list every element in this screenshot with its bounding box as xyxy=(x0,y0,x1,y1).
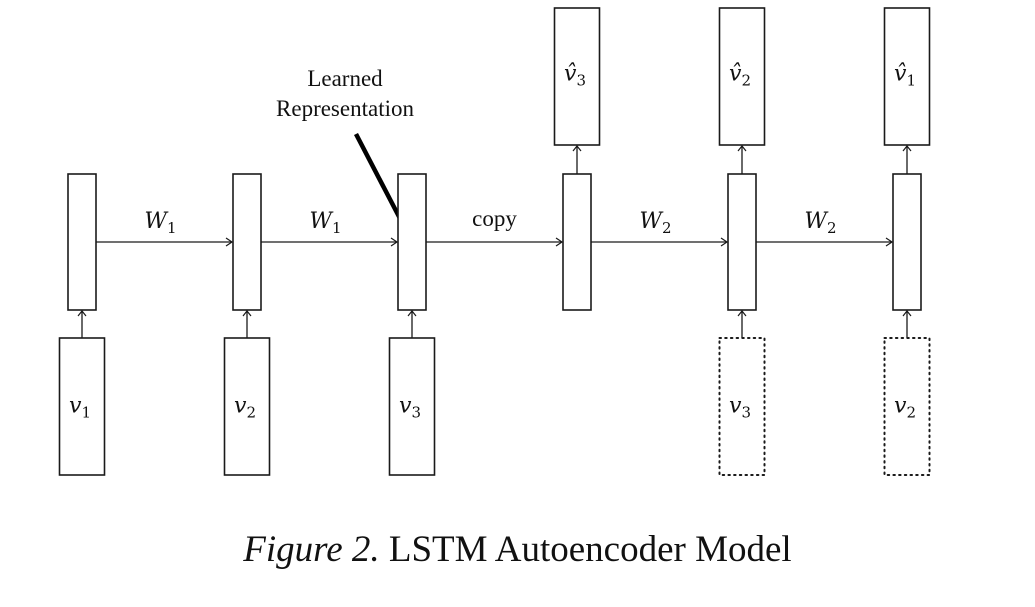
lstm-cell-dec-3 xyxy=(892,173,922,311)
input-label-dec-2: v3 xyxy=(729,394,751,422)
input-box-enc-1 xyxy=(58,337,106,476)
output-arrow-dec-1-head xyxy=(572,145,582,152)
figure-caption-text: LSTM Autoencoder Model xyxy=(388,529,792,570)
weight-label-1-subscript: 1 xyxy=(167,219,177,237)
weight-label-1: W1 xyxy=(144,209,176,237)
output-label-dec-1-subscript: 3 xyxy=(576,72,586,90)
input-label-dec-3-symbol: v xyxy=(894,394,907,419)
input-label-dec-2-subscript: 3 xyxy=(741,404,751,422)
input-arrow-enc-2-head xyxy=(242,310,252,317)
recurrent-arrow-3-head xyxy=(555,237,564,247)
input-box-enc-2 xyxy=(223,337,271,476)
lstm-cell-enc-2 xyxy=(232,173,262,311)
output-label-dec-2-subscript: 2 xyxy=(741,72,751,90)
recurrent-arrow-5-head xyxy=(885,237,894,247)
figure-caption: Figure 2. LSTM Autoencoder Model xyxy=(0,528,1035,571)
weight-label-4-symbol: W xyxy=(639,209,664,234)
output-label-dec-1-symbol: v̂ xyxy=(564,62,577,87)
output-arrow-dec-3-head xyxy=(902,145,912,152)
lstm-cell-enc-3 xyxy=(397,173,427,311)
annotation-representation: Representation xyxy=(276,96,414,121)
input-box-dec-3 xyxy=(883,337,931,476)
recurrent-arrow-2-head xyxy=(390,237,399,247)
weight-label-5-symbol: W xyxy=(804,209,829,234)
weight-label-2-symbol: W xyxy=(309,209,334,234)
output-box-dec-1 xyxy=(553,7,601,146)
output-label-dec-3: v̂1 xyxy=(894,62,916,90)
recurrent-arrow-1-head xyxy=(225,237,234,247)
weight-label-4-subscript: 2 xyxy=(662,219,672,237)
lstm-cell-dec-2 xyxy=(727,173,757,311)
input-label-enc-3-subscript: 3 xyxy=(411,404,421,422)
weight-label-5-subscript: 2 xyxy=(827,219,837,237)
input-label-enc-3-symbol: v xyxy=(399,394,412,419)
figure-caption-label: Figure 2. xyxy=(243,529,380,570)
lstm-cell-enc-1 xyxy=(67,173,97,311)
input-arrow-dec-3-head xyxy=(902,310,912,317)
weight-label-1-symbol: W xyxy=(144,209,169,234)
recurrent-arrow-4-head xyxy=(720,237,729,247)
annotation-learned: Learned xyxy=(307,66,383,91)
input-label-enc-1-subscript: 1 xyxy=(81,404,91,422)
input-arrow-dec-2-head xyxy=(737,310,747,317)
output-label-dec-2: v̂2 xyxy=(729,62,751,90)
input-label-dec-2-symbol: v xyxy=(729,394,742,419)
input-label-enc-1-symbol: v xyxy=(69,394,82,419)
input-arrow-enc-3-head xyxy=(407,310,417,317)
input-arrow-enc-1-head xyxy=(77,310,87,317)
input-label-dec-3: v2 xyxy=(894,394,916,422)
output-label-dec-1: v̂3 xyxy=(564,62,586,90)
input-label-enc-2-subscript: 2 xyxy=(246,404,256,422)
output-arrow-dec-2-head xyxy=(737,145,747,152)
lstm-cell-dec-1 xyxy=(562,173,592,311)
input-label-enc-1: v1 xyxy=(69,394,91,422)
copy-label: copy xyxy=(472,206,517,231)
input-label-dec-3-subscript: 2 xyxy=(906,404,916,422)
output-box-dec-3 xyxy=(883,7,931,146)
input-label-enc-3: v3 xyxy=(399,394,421,422)
output-label-dec-2-symbol: v̂ xyxy=(729,62,742,87)
output-box-dec-2 xyxy=(718,7,766,146)
weight-label-2: W1 xyxy=(309,209,341,237)
weight-label-4: W2 xyxy=(639,209,671,237)
weight-label-2-subscript: 1 xyxy=(332,219,342,237)
input-label-enc-2: v2 xyxy=(234,394,256,422)
output-label-dec-3-symbol: v̂ xyxy=(894,62,907,87)
weight-label-5: W2 xyxy=(804,209,836,237)
input-label-enc-2-symbol: v xyxy=(234,394,247,419)
input-box-dec-2 xyxy=(718,337,766,476)
output-label-dec-3-subscript: 1 xyxy=(906,72,916,90)
